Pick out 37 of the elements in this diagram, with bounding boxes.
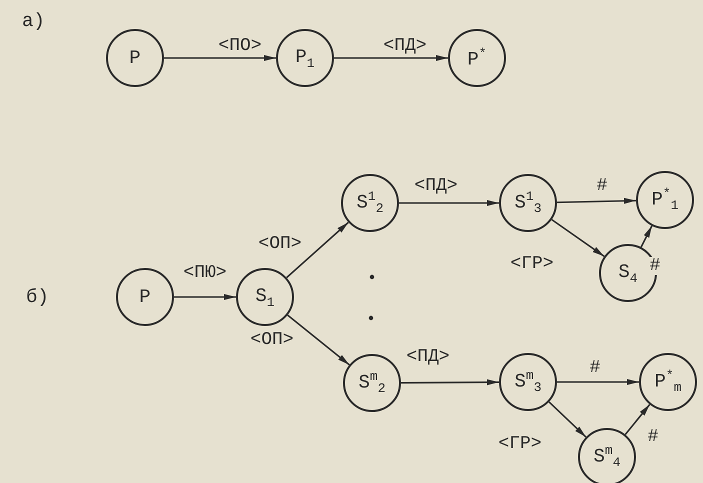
state-label: P <box>129 47 141 69</box>
state-label: S$_{4}$ <box>618 260 638 286</box>
state-circle <box>499 174 557 232</box>
panel-label: б) <box>26 286 49 308</box>
state-circle <box>499 353 557 411</box>
arrow <box>287 314 350 366</box>
state-circle <box>106 29 164 87</box>
arrow <box>557 379 639 385</box>
state-label: P$^{*}$ <box>467 46 487 70</box>
arrow <box>174 294 236 300</box>
state-circle <box>276 29 334 87</box>
panel-label: а) <box>22 10 45 32</box>
state-circle <box>636 171 694 229</box>
state-label: P <box>139 286 151 308</box>
edge-label: <ПД> <box>405 348 451 366</box>
arrow <box>556 198 636 204</box>
arrow <box>286 222 349 278</box>
arrow <box>624 404 650 435</box>
arrow <box>164 55 276 61</box>
state-circle <box>341 174 399 232</box>
state-label: P$_{1}$ <box>295 46 315 70</box>
state-circle <box>578 428 636 483</box>
edge-label: # <box>648 257 662 275</box>
state-circle <box>639 353 697 411</box>
arrow <box>334 55 448 61</box>
edge-label: <ПД> <box>382 37 428 55</box>
arrow <box>640 226 653 248</box>
state-circle <box>116 268 174 326</box>
arrow <box>401 379 499 386</box>
state-circle <box>236 268 294 326</box>
state-circle <box>448 29 506 87</box>
arrow <box>551 218 605 258</box>
state-circle <box>343 354 401 412</box>
edge-label: <ПД> <box>413 177 459 195</box>
arrow <box>548 401 587 438</box>
state-label: S$_{1}$ <box>255 284 275 310</box>
arrow <box>399 200 499 206</box>
